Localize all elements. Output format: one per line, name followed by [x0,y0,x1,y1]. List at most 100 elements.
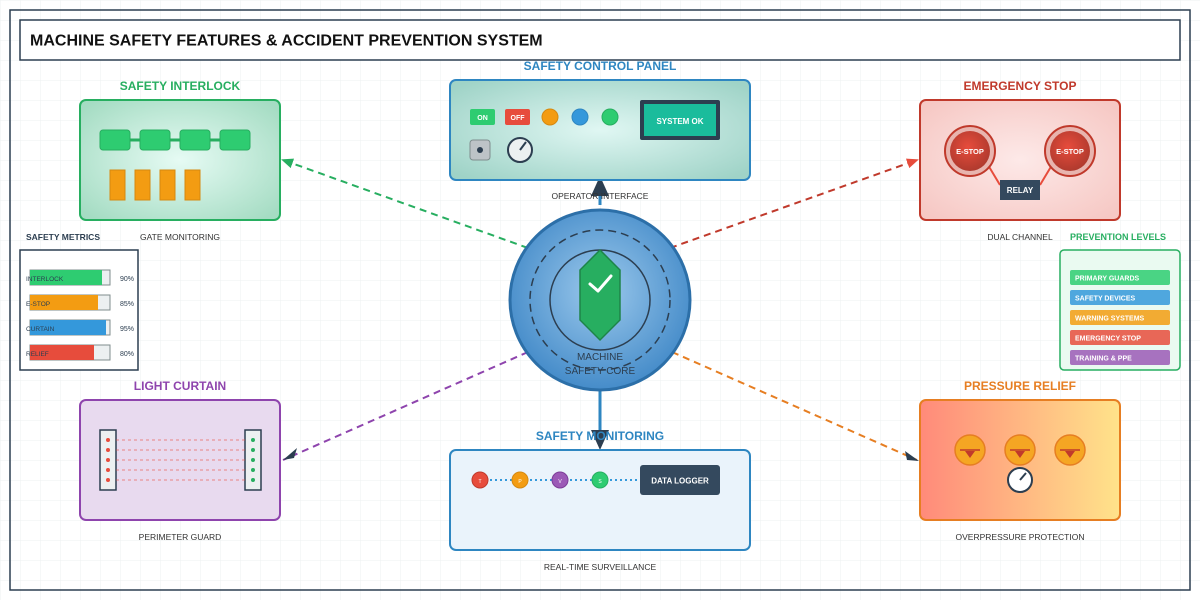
shield-icon [579,248,621,342]
sensor-s: S [591,471,609,489]
estop-button-right-label: E-STOP [1056,147,1084,156]
gate-sensor [134,169,151,201]
prevention-level-label: WARNING SYSTEMS [1075,316,1145,323]
sensor-p: P [511,471,529,489]
metric-label: RELIEF [26,351,49,358]
metric-value: 95% [120,326,134,333]
status-display-screen [644,104,716,136]
core-dashed-ring [529,229,671,371]
prevention-level-label: EMERGENCY STOP [1075,336,1141,343]
metric-bar-fill [30,320,106,335]
indicator-light-green [601,108,619,126]
estop-button-left[interactable] [950,131,990,171]
relief-valve [1004,434,1036,466]
sensor-node [471,471,489,489]
prevention-level-bar [1070,350,1170,365]
receiver-dot [251,458,255,462]
data-logger-label: DATA LOGGER [651,477,709,486]
sensor-node [511,471,529,489]
pressure-relief-title: PRESSURE RELIEF [964,379,1076,393]
receiver-dot [251,468,255,472]
prevention-level-item: PRIMARY GUARDS [1070,270,1170,285]
prevention-level-label: SAFETY DEVICES [1075,296,1135,303]
connectors [281,158,919,461]
sensor-label: P [518,479,522,485]
relief-valve [954,434,986,466]
interlock-title: SAFETY INTERLOCK [120,79,241,93]
metric-label: CURTAIN [26,326,55,333]
light-curtain-caption: PERIMETER GUARD [139,532,222,542]
sensor-v: V [551,471,569,489]
prevention-level-label: TRAINING & PPE [1075,356,1132,363]
title-box [19,19,1181,61]
pressure-gauge-needle [1019,472,1027,481]
prevention-level-item: TRAINING & PPE [1070,350,1170,365]
sensor-t: T [471,471,489,489]
metric-bar-fill [30,270,102,285]
receiver-dot [251,438,255,442]
rotary-knob-needle [519,141,527,151]
interlock-switch [139,129,171,151]
on-button-label: ON [477,115,488,122]
metric-label: E-STOP [26,301,50,308]
control-panel-caption: OPERATOR INTERFACE [552,191,649,201]
outer-frame [9,9,1191,591]
control-panel-title: SAFETY CONTROL PANEL [524,59,677,73]
light-curtain-box [79,399,281,521]
relay-label: RELAY [1007,186,1034,195]
relief-valve-indicator [1015,451,1025,458]
emitter-dot [106,438,110,442]
metric-label: INTERLOCK [26,276,64,283]
prevention-level-bar [1070,290,1170,305]
sensor-label: T [478,479,481,485]
gate-sensor [159,169,176,201]
sensor-node [551,471,569,489]
light-curtain-title: LIGHT CURTAIN [134,379,226,393]
sensor-label: V [558,479,562,485]
prevention-level-label: PRIMARY GUARDS [1075,276,1140,283]
check-icon [588,274,613,293]
arrow-head-monitoring [591,430,609,450]
prevention-level-item: EMERGENCY STOP [1070,330,1170,345]
interlock-caption: GATE MONITORING [140,232,220,242]
gate-sensor [109,169,126,201]
gate-sensor [184,169,201,201]
metric-row: INTERLOCK 90% [26,269,134,286]
receiver-dot [251,448,255,452]
safety-monitoring-module: SAFETY MONITORING T P V S DATA LOGGER RE… [449,429,751,572]
prevention-level-bar [1070,270,1170,285]
prevention-levels-list: PRIMARY GUARDS SAFETY DEVICES WARNING SYST… [1070,270,1170,365]
estop-button-left-label: E-STOP [956,147,984,156]
emergency-stop-title: EMERGENCY STOP [964,79,1077,93]
connector-pressure-relief [671,351,918,461]
key-switch-hole [477,147,483,153]
status-display-text: SYSTEM OK [656,117,703,126]
relief-valve-indicator [1065,451,1075,458]
arrow-head-light-curtain [283,448,297,460]
connector-interlock [281,158,529,249]
interlock-switch [99,129,131,151]
metric-value: 90% [120,276,134,283]
off-button[interactable] [505,109,530,125]
indicator-light-blue [571,108,589,126]
emitter-dot [106,468,110,472]
interlock-switch [179,129,211,151]
metric-value: 85% [120,301,134,308]
connector-light-curtain [282,351,529,461]
connector-emergency-stop [669,158,919,249]
monitoring-title: SAFETY MONITORING [536,429,664,443]
metric-bar-fill [30,345,94,360]
metric-row: RELIEF 80% [26,344,134,361]
on-button[interactable] [470,109,495,125]
control-panel-module: SAFETY CONTROL PANEL ON OFF SYSTEM OK OP… [449,59,751,201]
prevention-level-item: WARNING SYSTEMS [1070,310,1170,325]
monitoring-caption: REAL-TIME SURVEILLANCE [544,562,657,572]
metric-value: 80% [120,351,134,358]
core-label-line2: SAFETY CORE [565,366,636,377]
page-title: MACHINE SAFETY FEATURES & ACCIDENT PREVE… [30,33,543,50]
relay-block [1000,180,1040,200]
estop-button-right[interactable] [1050,131,1090,171]
metrics-bars: INTERLOCK 90% E-STOP 85% CURTAIN 95% RELIEF 80% [26,269,134,361]
